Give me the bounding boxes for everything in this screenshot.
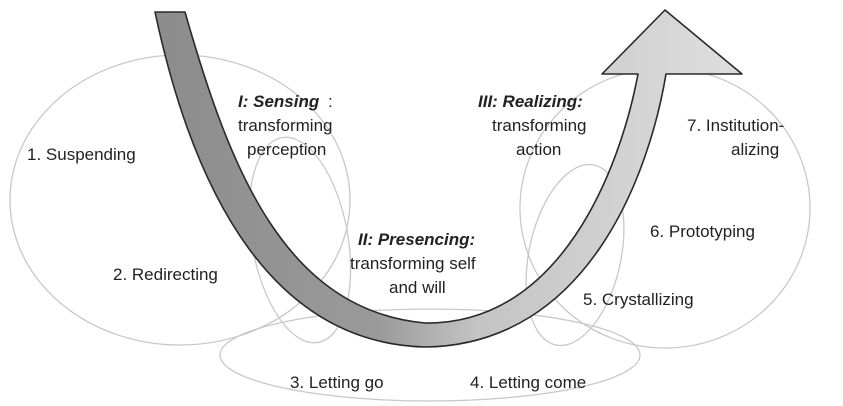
step-institutionalizing-line1: 7. Institution- <box>687 116 784 135</box>
realizing-line2: action <box>516 140 561 159</box>
sensing-title: I: Sensing <box>238 92 320 111</box>
step-letting-go: 3. Letting go <box>290 373 384 392</box>
step-redirecting: 2. Redirecting <box>113 265 218 284</box>
bottom-oval <box>219 308 641 402</box>
realizing-oval <box>525 163 625 347</box>
step-suspending: 1. Suspending <box>27 145 136 164</box>
step-letting-come: 4. Letting come <box>470 373 586 392</box>
sensing-colon: : <box>328 92 333 111</box>
realizing-title: III: Realizing: <box>478 92 583 111</box>
presencing-line2: and will <box>389 278 446 297</box>
u-arrow <box>154 9 743 348</box>
step-institutionalizing-line2: alizing <box>731 140 779 159</box>
realizing-line1: transforming <box>492 116 586 135</box>
sensing-line2: perception <box>247 140 326 159</box>
presencing-title: II: Presencing: <box>358 230 475 249</box>
step-crystallizing: 5. Crystallizing <box>583 290 694 309</box>
sensing-line1: transforming <box>238 116 332 135</box>
step-prototyping: 6. Prototyping <box>650 222 755 241</box>
presencing-line1: transforming self <box>350 254 476 273</box>
